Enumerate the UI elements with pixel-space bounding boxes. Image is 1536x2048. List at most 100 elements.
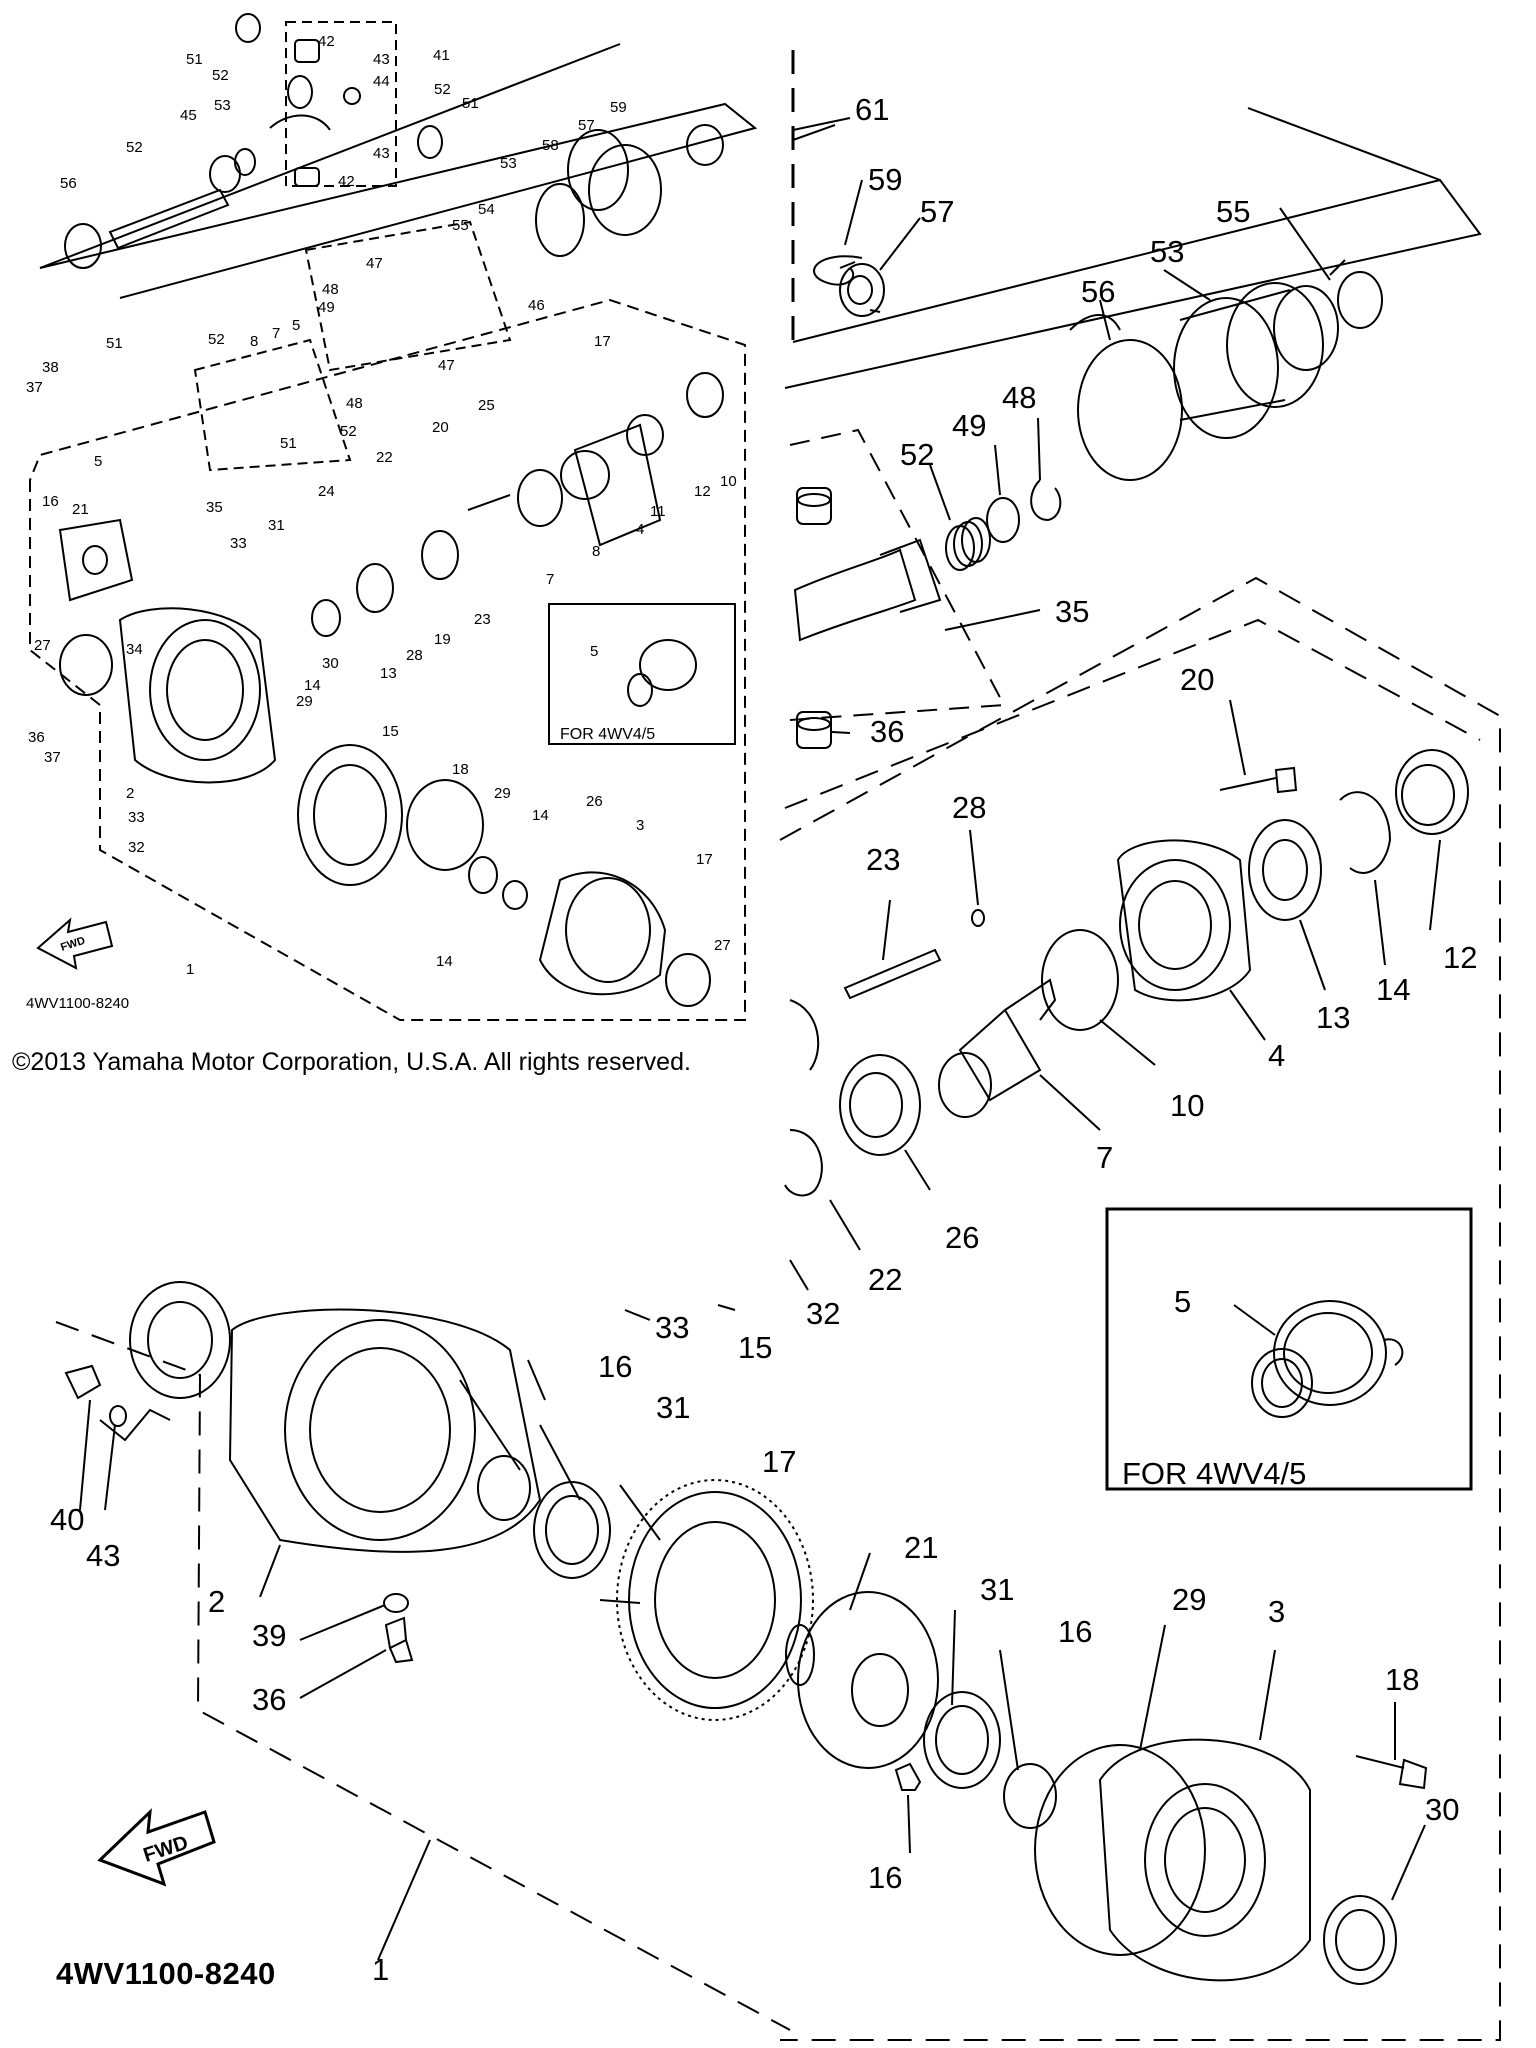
ov-callout-44b: 42: [338, 173, 355, 190]
ov-callout-33: 30: [322, 655, 339, 672]
callout-35: 36: [252, 1682, 286, 1717]
ov-callout-45b: 43: [373, 145, 390, 162]
ring-gear-16-part: [616, 1479, 814, 1721]
callout-22: 22: [868, 1262, 902, 1297]
callout-52: 57: [920, 194, 954, 229]
callout-16: 17: [762, 1444, 796, 1479]
callout-39: 40: [50, 1502, 84, 1537]
bearing-32-part: [533, 1481, 611, 1579]
ov-callout-1: 1: [186, 961, 194, 978]
plug-39-part: [64, 1364, 171, 1442]
yoke-48-part: [793, 538, 942, 642]
callout-57: 52: [900, 437, 934, 472]
ov-callout-30b: 27: [714, 937, 731, 954]
callout-60: 56: [1081, 274, 1115, 309]
inset-small-part: [627, 639, 697, 707]
inset-caption-small: FOR 4WV4/5: [560, 726, 656, 743]
ov-callout-15b: 14: [532, 807, 549, 824]
pinion-7-part: [938, 978, 1057, 1118]
ov-callout-59: 57: [578, 117, 595, 134]
ov-callout-36b: 33: [128, 809, 145, 826]
callout-53: 59: [868, 162, 902, 197]
clip-55-part: [1030, 479, 1062, 522]
ov-callout-31: 28: [406, 647, 423, 664]
bolt-35-part: [384, 1616, 414, 1664]
bolt-17-part: [894, 1762, 922, 1791]
ov-callout-30: 27: [34, 637, 51, 654]
callout-36: 39: [252, 1618, 286, 1653]
ov-callout-2: 2: [126, 785, 134, 802]
callout-61: 55: [1216, 194, 1250, 229]
ov-callout-28: 25: [478, 397, 495, 414]
seal-11-part: [1395, 749, 1469, 835]
ov-callout-7: 7: [546, 571, 554, 588]
bearing-26-part: [839, 1054, 921, 1156]
spring-57-part: [945, 517, 991, 571]
oring-15-part: [477, 1455, 531, 1521]
boot-part: [535, 124, 724, 257]
washer-36-part: [383, 1593, 409, 1613]
cover-3-part: [1098, 1738, 1311, 1982]
callout-59: 53: [1150, 234, 1184, 269]
ov-callout-14: 13: [380, 665, 397, 682]
callout-4: 4: [1268, 1038, 1285, 1073]
ov-callout-50a: 48: [322, 281, 339, 298]
ov-callout-27: 24: [318, 483, 335, 500]
callout-12: 13: [1316, 1000, 1350, 1035]
callout-49: 36: [870, 714, 904, 749]
callout-14: 15: [738, 1330, 772, 1365]
leader-lines: [79, 124, 1441, 1961]
ov-callout-9: 8: [250, 333, 258, 350]
bearing-32b-part: [923, 1691, 1001, 1789]
ov-callout-37: 34: [126, 641, 143, 658]
ov-callout-54: 52: [126, 139, 143, 156]
bearing-52-part: [839, 261, 885, 317]
ov-callout-5: 5: [94, 453, 102, 470]
ov-callout-24: 21: [72, 501, 89, 518]
ov-callout-8: 5: [292, 317, 300, 334]
ov-callout-49a: 47: [366, 255, 383, 272]
ov-callout-43: 41: [433, 47, 450, 64]
housing-2-part: [129, 1281, 546, 1553]
bolt-20-part: [1219, 766, 1298, 794]
callout-1: 1: [372, 1952, 389, 1987]
ov-callout-52a: 51: [186, 51, 203, 68]
inset-caption-large: FOR 4WV4/5: [1122, 1456, 1307, 1491]
housing-4-part: [1116, 839, 1252, 1002]
ov-callout-32b: 29: [494, 785, 511, 802]
enlarged-diagram: [55, 50, 1501, 2041]
cover-part: [538, 871, 711, 1007]
ov-callout-4: 4: [636, 521, 644, 538]
ov-callout-60: 58: [542, 137, 559, 154]
ov-callout-40: 37: [44, 749, 61, 766]
callout-21: 18: [1385, 1662, 1419, 1697]
ov-callout-53d: 52: [340, 423, 357, 440]
ov-callout-49b: 47: [438, 357, 455, 374]
ov-callout-29: 26: [586, 793, 603, 810]
ov-callout-38: 35: [206, 499, 223, 516]
callout-28: 28: [952, 790, 986, 825]
callout-10: 10: [1170, 1088, 1204, 1123]
callout-32b: 31: [980, 1572, 1014, 1607]
overview-diagram: [29, 13, 758, 1021]
ov-callout-34: 31: [268, 517, 285, 534]
clip-13-part: [1339, 791, 1392, 874]
band-60-part: [1069, 314, 1183, 481]
ov-callout-25: 22: [376, 449, 393, 466]
dot-28-part: [971, 909, 985, 927]
callout-29: 29: [1172, 1582, 1206, 1617]
ov-callout-15a: 14: [304, 677, 321, 694]
ov-callout-46: 44: [373, 73, 390, 90]
ov-callout-42: 38: [42, 359, 59, 376]
ov-callout-23: 20: [432, 419, 449, 436]
fwd-arrow-small: [36, 917, 114, 970]
callout-3: 3: [1268, 1594, 1285, 1629]
ov-callout-57: 55: [452, 217, 469, 234]
callout-32: 31: [656, 1390, 690, 1425]
boot-59-part: [1173, 282, 1339, 439]
ov-callout-53b: 52: [434, 81, 451, 98]
callout-40: 43: [86, 1538, 120, 1573]
callout-15b: 16: [1058, 1614, 1092, 1649]
ov-callout-12: 11: [650, 503, 666, 520]
